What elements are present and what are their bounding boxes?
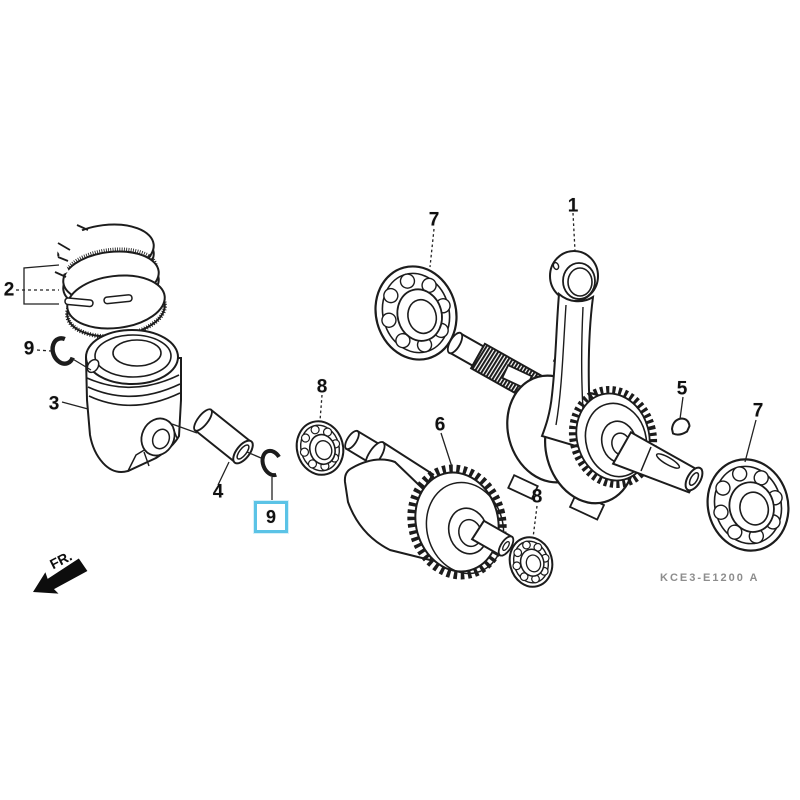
callout-2[interactable]: 2 [3,279,15,301]
callout-9-highlighted[interactable]: 9 [253,501,289,533]
leader-lines [16,212,757,539]
circlip-lower-illustration [260,448,284,478]
ball-bearing-right-illustration [706,458,790,552]
diagram-code: KCE3-E1200 A [660,572,760,584]
callout-8[interactable]: 8 [316,376,328,398]
ball-bearing-small-upper-illustration [295,420,345,476]
ball-bearing-small-lower-illustration [508,536,554,588]
callout-1[interactable]: 1 [567,195,579,217]
callout-9[interactable]: 9 [23,338,35,360]
callout-8[interactable]: 8 [531,486,543,508]
callout-5[interactable]: 5 [676,378,688,400]
front-direction-arrow: FR. [33,548,88,594]
crankshaft-illustration [446,250,704,521]
circlip-upper-illustration [50,336,76,366]
ball-bearing-upper-illustration [374,265,458,361]
callout-6[interactable]: 6 [434,414,446,436]
callout-7[interactable]: 7 [428,209,440,231]
balancer-shaft-illustration [343,429,515,580]
callout-4[interactable]: 4 [212,481,224,503]
woodruff-key-illustration [670,417,691,436]
callout-3[interactable]: 3 [48,393,60,415]
callout-7[interactable]: 7 [752,400,764,422]
piston-illustration [84,329,182,473]
piston-ring-set-illustration [45,215,167,339]
piston-pin-illustration [193,408,254,465]
